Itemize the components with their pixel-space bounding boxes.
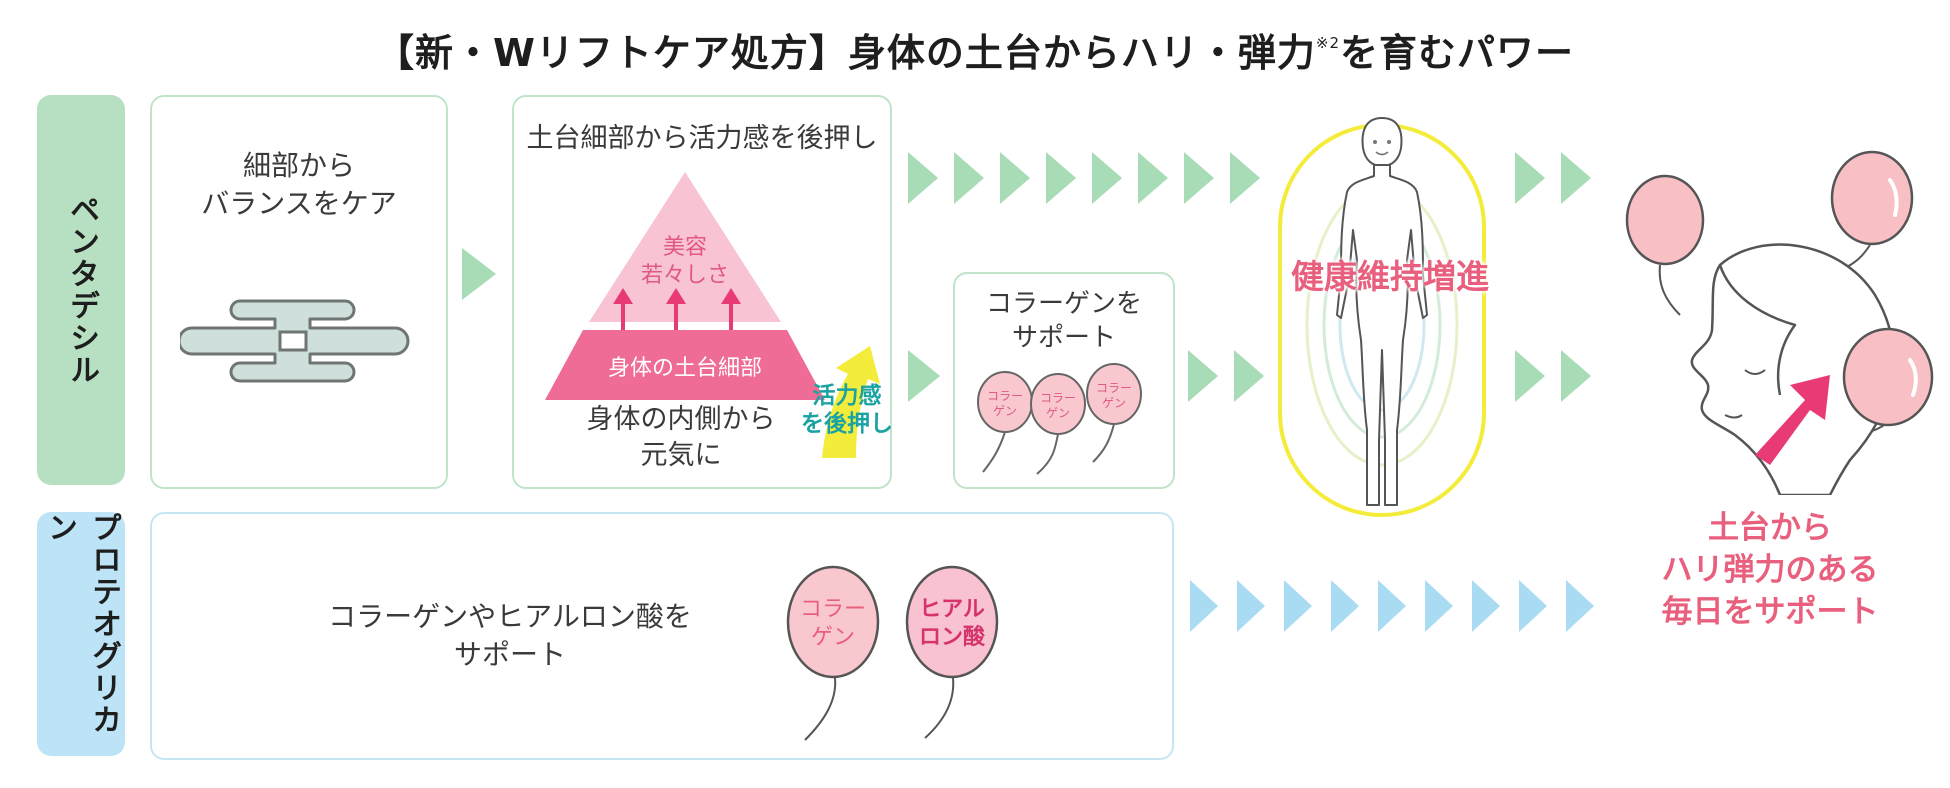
balloon-collagen-line1: コラー [800,597,866,622]
hyaluronic-support-line1: コラーゲンやヒアルロン酸を [328,600,692,633]
chevron-row-top [908,152,1260,204]
arrow-box2-to-box3 [908,350,940,402]
detail-balance-text: 細部から バランスをケア [150,147,448,223]
pyramid-top-line1: 美容 [663,235,707,260]
detail-balance-box [150,95,448,489]
face-features [1373,140,1391,144]
health-label: 健康維持増進 [1291,257,1489,296]
boost-line2: を後押し [801,410,893,437]
detail-balance-line2: バランスをケア [201,186,397,220]
pyramid-up-arrows [613,288,741,330]
chevron-row-bottom [1190,580,1594,632]
row-label-proteoglycan-text: プロテオグリカン [42,512,121,736]
face-mouth [1724,414,1743,419]
collagen-support-line1: コラーゲンを [985,289,1142,319]
face-with-balloons-illustration [1625,150,1934,495]
balloon-highlights [1888,178,1918,397]
arrow-box1-to-box2 [462,248,496,300]
body-figure-illustration [1278,117,1486,517]
hyaluronic-support-text: コラーゲンやヒアルロン酸を サポート [280,598,740,674]
from-inside-line2: 元気に [640,440,722,472]
face-outline [1690,243,1895,495]
collagen-support-text: コラーゲンを サポート [953,288,1175,356]
pyramid-diagram: 美容 若々しさ 身体の土台細部 [545,172,825,400]
face-eye [1744,369,1766,375]
row-label-proteoglycan: プロテオグリカン [37,512,125,756]
balloon-small-1-line2: ゲン [993,404,1017,418]
chevron-pair-upper-right [1515,152,1591,204]
detail-balance-line1: 細部から [242,149,355,182]
row-label-pentadesil-text: ペンタデシル [64,194,99,386]
balloon-small-2-line2: ゲン [1046,406,1070,420]
title-footnote-mark: ※2 [1315,34,1341,52]
collagen-hyaluronic-balloons: コラー ゲン ヒアル ロン酸 [786,565,999,741]
balloon-small-2-line1: コラー [1040,391,1076,405]
goal-line3: 毎日をサポート [1661,593,1879,630]
foundation-vitality-heading: 土台細部から活力感を後押し [526,123,878,154]
goal-line2: ハリ弾力のある [1661,551,1879,588]
row-label-pentadesil: ペンタデシル [37,95,125,485]
pyramid-base-label: 身体の土台細部 [608,356,762,381]
balloon-small-3-line2: ゲン [1102,396,1126,410]
from-inside-text: 身体の内側から 元気に [568,402,794,475]
balloon-hyaluronic-line1: ヒアル [919,597,985,622]
collagen-balloons-small: コラー ゲン コラー ゲン コラー ゲン [977,363,1142,475]
goal-text: 土台から ハリ弾力のある 毎日をサポート [1620,508,1920,634]
balloon-hyaluronic-line2: ロン酸 [919,625,986,650]
face-smile [1375,151,1389,156]
chevron-pair-lower-right [1515,350,1591,402]
collagen-support-line2: サポート [1011,322,1116,353]
from-inside-line1: 身体の内側から [586,404,776,435]
balloons-right [1625,150,1934,427]
balloon-small-3-line1: コラー [1096,381,1132,395]
boost-line1: 活力感 [812,383,882,409]
boost-arrow [822,346,880,458]
lift-arrow-icon [1755,375,1830,465]
title-tail: を育むパワー [1340,31,1575,75]
molecule-structure-icon [180,299,410,383]
hyaluronic-support-line2: サポート [453,637,566,671]
chevron-row-middle [1188,350,1264,402]
page-title: 【新・Wリフトケア処方】身体の土台からハリ・弾力※2を育むパワー [0,22,1950,77]
balloon-small-1-line1: コラー [987,389,1023,403]
boost-label: 活力感 を後押し [794,383,900,438]
title-main: 【新・Wリフトケア処方】身体の土台からハリ・弾力 [375,31,1316,75]
human-body-outline [1336,117,1428,506]
goal-line1: 土台から [1708,510,1832,546]
pyramid-top-line2: 若々しさ [641,263,729,288]
balloon-collagen-line2: ゲン [811,625,855,650]
hyaluronic-support-box [150,512,1174,760]
